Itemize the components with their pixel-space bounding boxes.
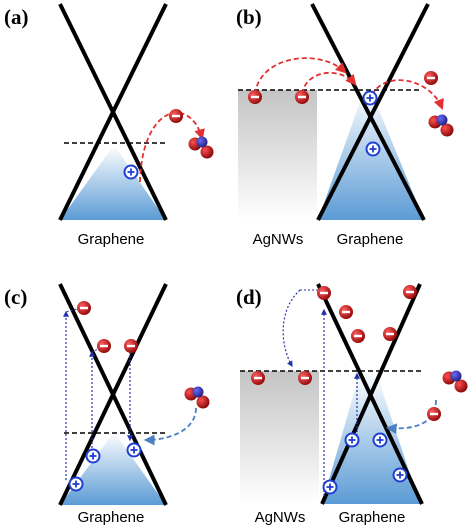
dirac-cone-right-line xyxy=(316,3,430,221)
electron-icon xyxy=(295,90,309,104)
electron-icon xyxy=(124,339,138,353)
electron-icon xyxy=(351,329,365,343)
electron-icon xyxy=(383,327,397,341)
no2-molecule-icon xyxy=(184,386,210,409)
panel-c: (c) xyxy=(4,283,210,526)
no2-molecule-icon xyxy=(442,370,468,393)
panel-d: (d) xyxy=(236,283,468,526)
graphene-label: Graphene xyxy=(78,509,145,526)
electron-icon xyxy=(77,301,91,315)
panel-c-label: (c) xyxy=(4,285,27,309)
electron-icon xyxy=(427,407,441,421)
hole-icon xyxy=(322,479,338,495)
graphene-label: Graphene xyxy=(78,231,145,248)
filled-valence-band xyxy=(60,145,166,220)
no2-molecule-icon xyxy=(428,114,454,137)
hole-icon xyxy=(126,442,142,458)
hole-icon xyxy=(365,141,381,157)
hole-icon xyxy=(344,432,360,448)
electron-icon xyxy=(339,305,353,319)
electron-transfer-arrow xyxy=(139,111,205,183)
dirac-cone-right-line xyxy=(58,3,168,221)
electron-icon xyxy=(248,90,262,104)
graphene-label: Graphene xyxy=(337,231,404,248)
panel-a: (a) Graphene xyxy=(4,3,214,248)
electron-icon xyxy=(403,285,417,299)
hole-icon xyxy=(68,476,84,492)
agnws-label: AgNWs xyxy=(253,231,304,248)
hole-icon xyxy=(372,432,388,448)
agnw-metal-block xyxy=(238,90,317,220)
agnws-label: AgNWs xyxy=(255,509,306,526)
dirac-cone-left-line xyxy=(310,3,426,221)
hole-icon xyxy=(362,90,378,106)
dirac-cone-right-line xyxy=(320,283,422,505)
electron-transfer-arrow xyxy=(143,407,197,446)
panel-a-label: (a) xyxy=(4,5,29,29)
electron-transfer-arrow xyxy=(385,399,437,435)
agnw-metal-block xyxy=(240,371,319,504)
hole-icon xyxy=(392,467,408,483)
hole-icon xyxy=(123,164,139,180)
electron-icon xyxy=(298,371,312,385)
electron-transfer-arrow xyxy=(301,71,357,95)
electron-icon xyxy=(424,71,438,85)
electron-icon xyxy=(97,339,111,353)
filled-valence-band xyxy=(60,432,166,505)
hole-icon xyxy=(85,448,101,464)
electron-icon xyxy=(251,371,265,385)
electron-transfer-arrow xyxy=(282,289,301,368)
no2-molecule-icon xyxy=(188,136,214,159)
panel-b-label: (b) xyxy=(236,5,262,29)
electron-icon xyxy=(169,109,183,123)
relaxation-path xyxy=(65,306,85,313)
dirac-cone-right-line xyxy=(58,283,168,506)
electron-transfer-arrow xyxy=(254,57,347,95)
graphene-label: Graphene xyxy=(339,509,406,526)
electron-transfer-arrow xyxy=(371,79,444,111)
panel-d-label: (d) xyxy=(236,285,262,309)
electron-icon xyxy=(317,286,331,300)
panel-b: (b) AgNWs Graphene xyxy=(236,3,454,248)
